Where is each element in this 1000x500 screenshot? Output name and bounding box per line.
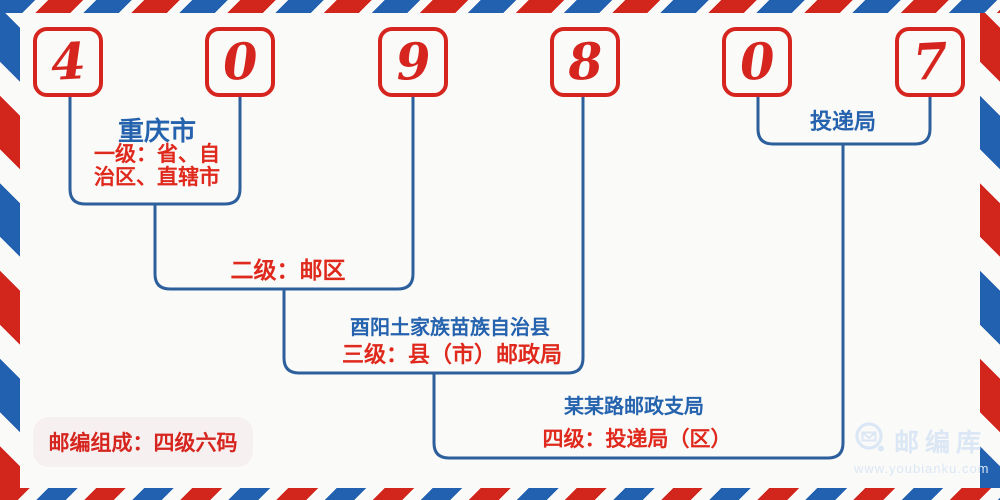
digit-box-6: 7 (895, 27, 965, 97)
digit-box-4: 8 (550, 27, 620, 97)
level4-level-label: 四级：投递局（区） (542, 428, 732, 451)
level1-place-label: 重庆市 (117, 116, 197, 146)
level3-place-label: 酉阳土家族苗族自治县 (350, 317, 550, 339)
level2-level-label: 二级：邮区 (230, 257, 346, 283)
level3-level-label: 三级：县（市）邮政局 (341, 342, 563, 367)
digit-box-2: 0 (205, 27, 275, 97)
airmail-border-bottom (0, 488, 1000, 500)
digit-value: 4 (49, 31, 87, 92)
digit-box-1: 4 (33, 27, 103, 97)
watermark-url: www.youbianku.com (854, 461, 990, 476)
airmail-border-top (0, 0, 1000, 13)
envelope-circle-icon (854, 421, 888, 460)
airmail-border-left (0, 0, 20, 500)
digit-box-5: 0 (722, 27, 792, 97)
composition-text: 邮编组成：四级六码 (48, 432, 238, 455)
watermark-brand: 邮编库 (894, 428, 988, 457)
level4-place-label: 某某路邮政支局 (564, 396, 704, 418)
digit-value: 8 (566, 31, 604, 92)
digit-box-3: 9 (378, 27, 448, 97)
digit-value: 0 (221, 31, 259, 92)
composition-badge: 邮编组成：四级六码 (33, 417, 253, 467)
delivery-office-label: 投递局 (809, 109, 877, 134)
digit-value: 9 (394, 31, 432, 92)
digit-value: 7 (911, 31, 949, 92)
watermark: 邮编库 www.youbianku.com (854, 421, 990, 476)
digit-value: 0 (738, 31, 776, 92)
level1-level-label: 一级：省、自治区、直辖市 (94, 143, 220, 189)
